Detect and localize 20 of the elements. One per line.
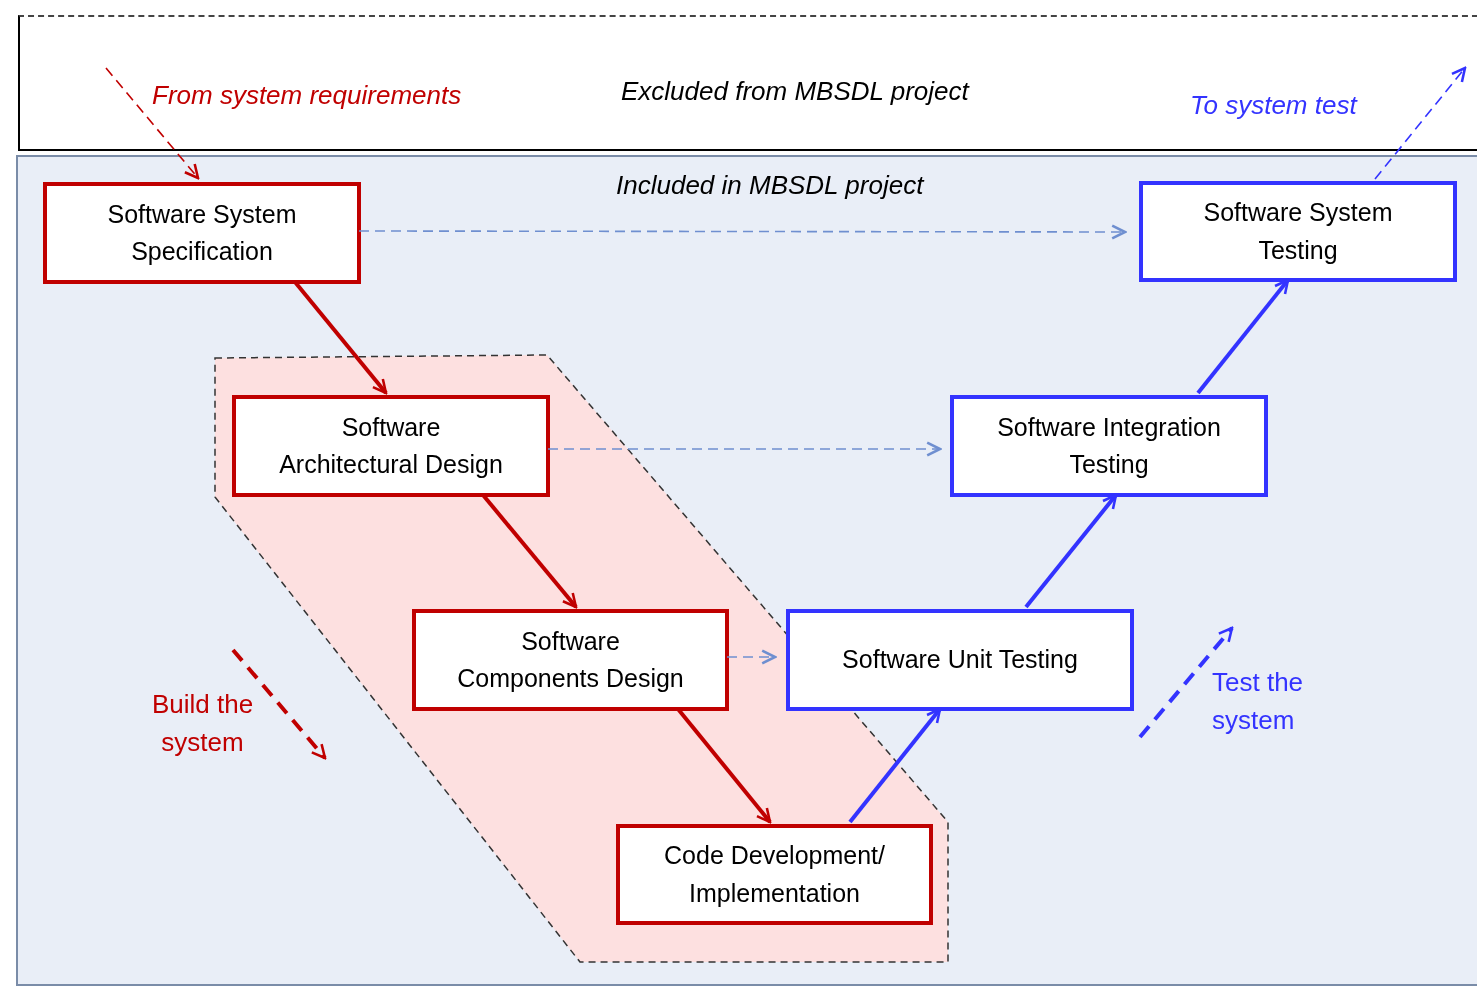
- process-box: Code Development/ Implementation: [616, 824, 933, 925]
- arrow: [1374, 66, 1467, 180]
- arrow: [547, 441, 942, 457]
- process-box: Software Unit Testing: [786, 609, 1134, 711]
- edge-label: To system test: [1190, 90, 1357, 121]
- note-text: Test the system: [1212, 666, 1305, 737]
- region-title: Excluded from MBSDL project: [621, 76, 969, 107]
- process-box: Software Architectural Design: [232, 395, 550, 497]
- arrow: [726, 649, 777, 665]
- included-region: [16, 155, 1477, 986]
- process-box: Software System Testing: [1139, 181, 1457, 282]
- arrow: [358, 224, 1127, 240]
- edge-label: From system requirements: [152, 80, 462, 111]
- process-box: Software Components Design: [412, 609, 729, 711]
- excluded-region: [18, 15, 1477, 151]
- region-title: Included in MBSDL project: [616, 170, 924, 201]
- process-box: Software System Specification: [43, 182, 361, 284]
- process-box: Software Integration Testing: [950, 395, 1268, 497]
- note-text: Build the system: [150, 688, 255, 759]
- arrow: [105, 67, 200, 180]
